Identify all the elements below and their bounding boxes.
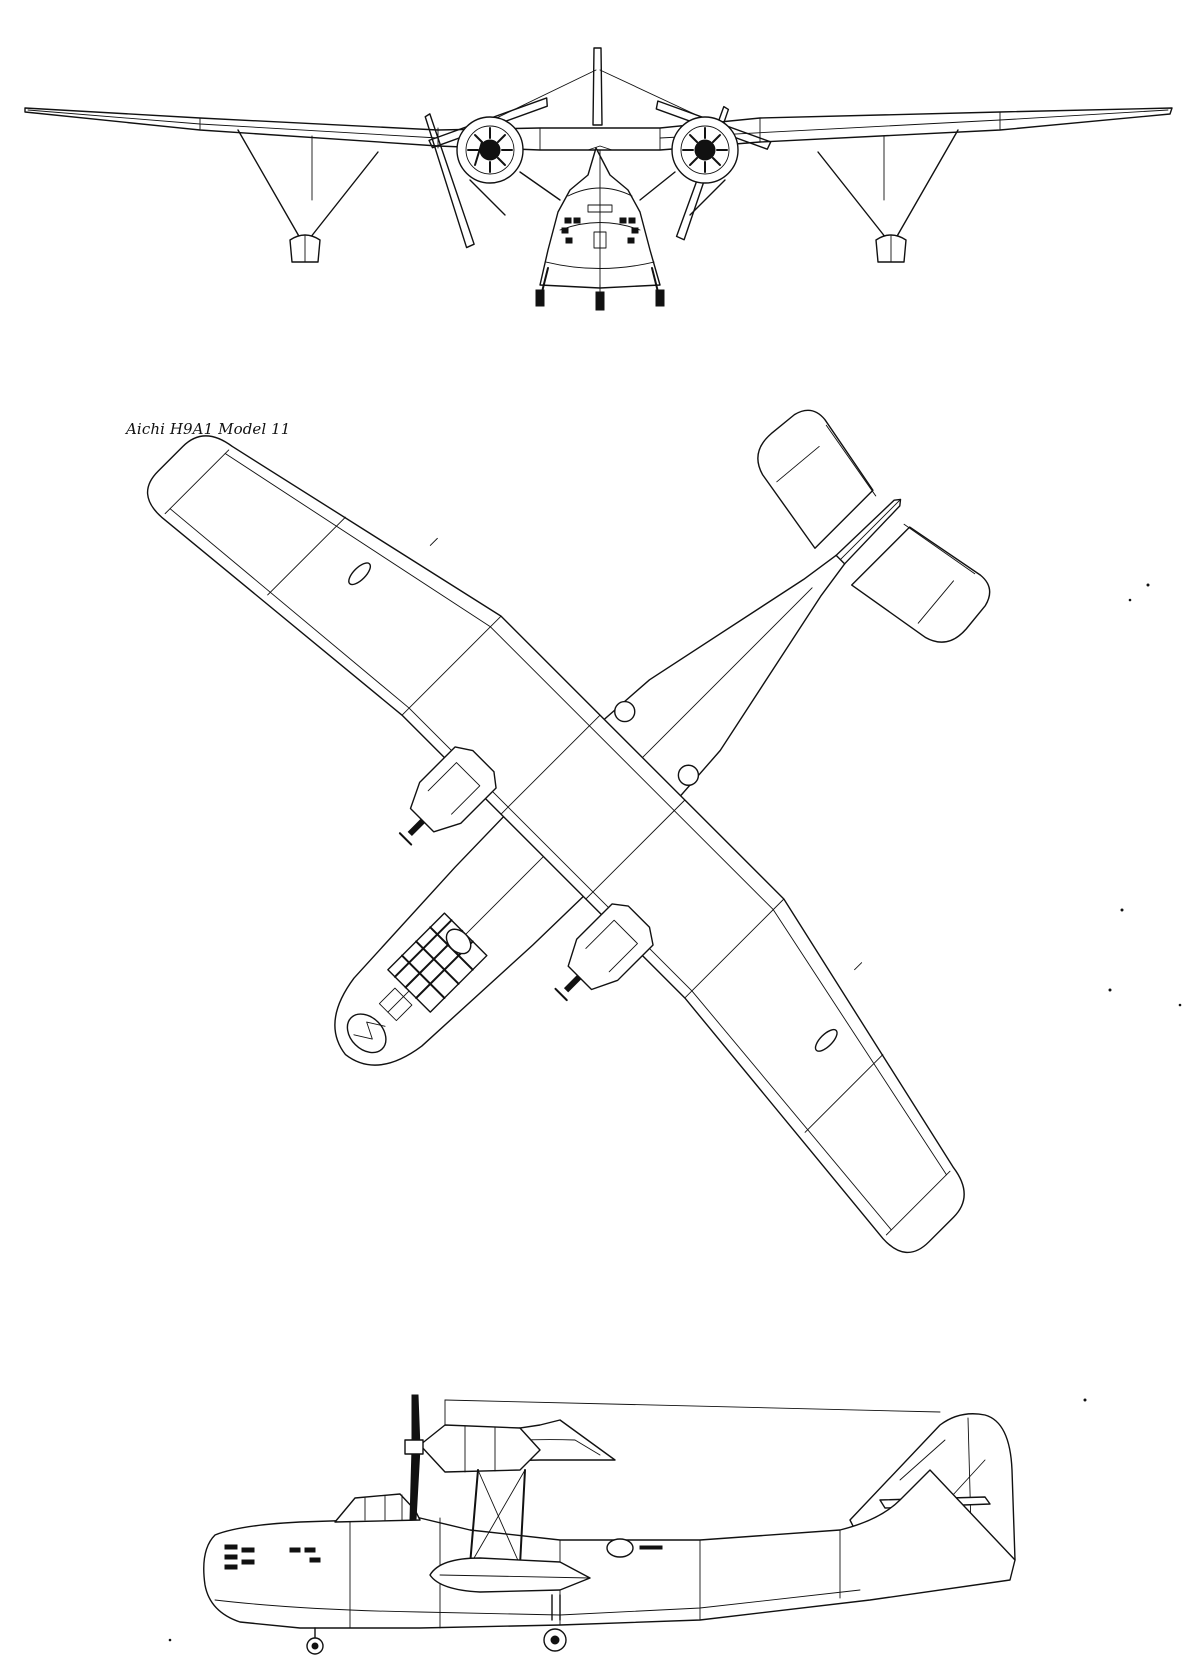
front-view-engine-left bbox=[424, 97, 561, 249]
front-view-engine-right bbox=[639, 100, 772, 241]
front-view-floats bbox=[237, 129, 959, 263]
plan-view bbox=[146, 409, 991, 1254]
plan-view-wing bbox=[146, 435, 965, 1254]
side-view bbox=[203, 1394, 1016, 1655]
aircraft-caption: Aichi H9A1 Model 11 bbox=[126, 420, 291, 438]
side-view-hull bbox=[203, 1469, 1016, 1629]
side-view-wing bbox=[404, 1394, 941, 1593]
front-view-tail bbox=[479, 47, 721, 127]
scan-specks bbox=[168, 583, 1182, 1642]
front-view-hull bbox=[535, 145, 665, 311]
side-view-beaching-gear bbox=[306, 1594, 567, 1655]
front-view-wing bbox=[24, 107, 1173, 151]
plan-view-engines bbox=[398, 746, 654, 1002]
front-view bbox=[24, 47, 1173, 311]
plan-view-tail bbox=[757, 409, 991, 643]
